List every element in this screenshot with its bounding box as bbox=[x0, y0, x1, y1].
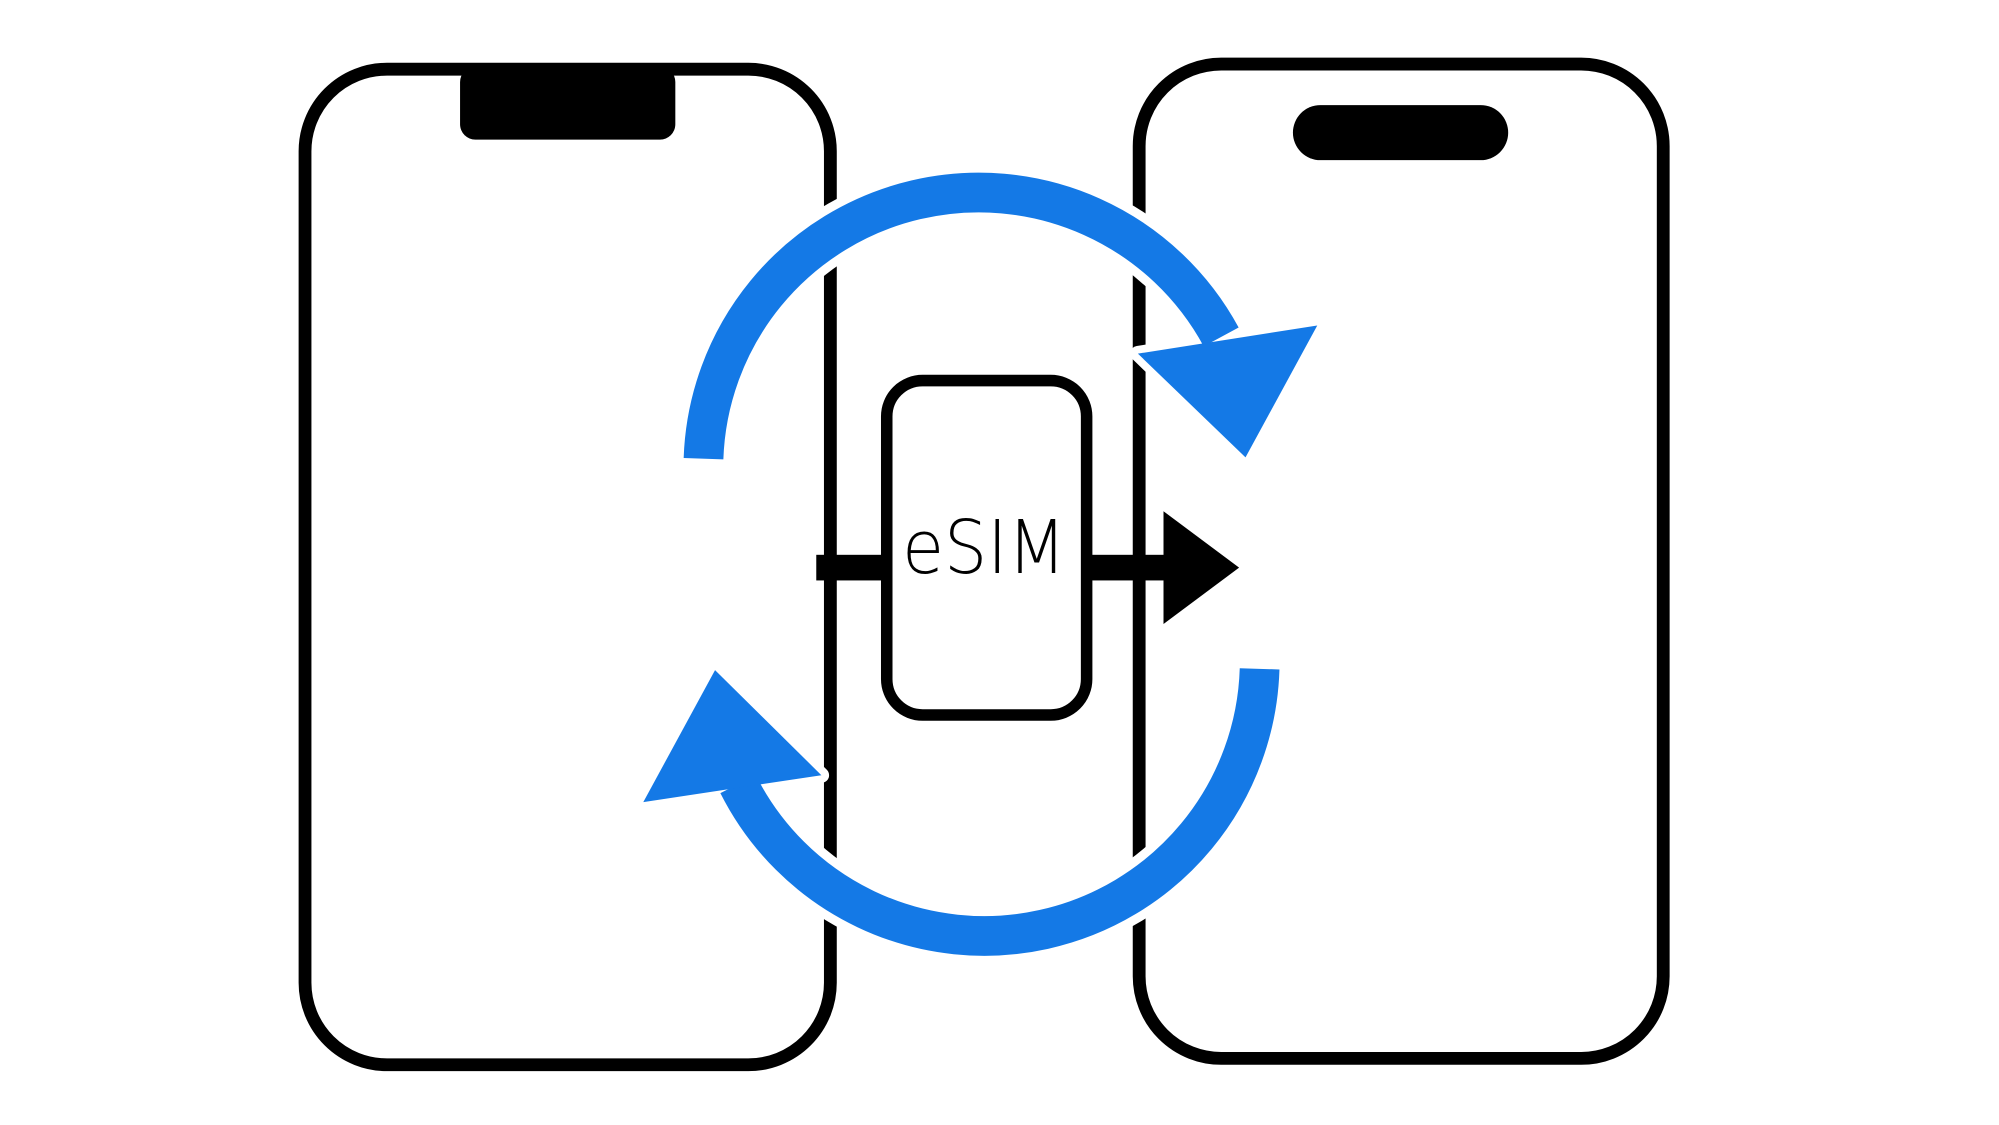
old-phone-icon bbox=[298, 62, 837, 1072]
sync-arrows-icon bbox=[635, 163, 1325, 965]
dynamic-island bbox=[1292, 105, 1509, 161]
top-sync-arrowhead bbox=[1137, 325, 1318, 458]
esim-label: eSIM bbox=[902, 504, 1066, 591]
bottom-sync-arrowhead bbox=[643, 670, 822, 803]
bottom-sync-arc bbox=[720, 668, 1280, 956]
esim-card-icon: eSIM bbox=[880, 374, 1093, 721]
top-sync-arc bbox=[683, 172, 1239, 460]
phone-notch bbox=[460, 66, 676, 140]
